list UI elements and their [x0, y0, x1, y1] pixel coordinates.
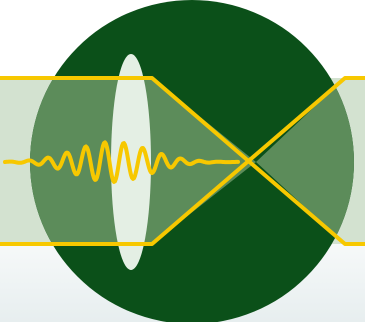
optics-graphic	[0, 0, 365, 322]
optics-illustration	[0, 0, 365, 322]
